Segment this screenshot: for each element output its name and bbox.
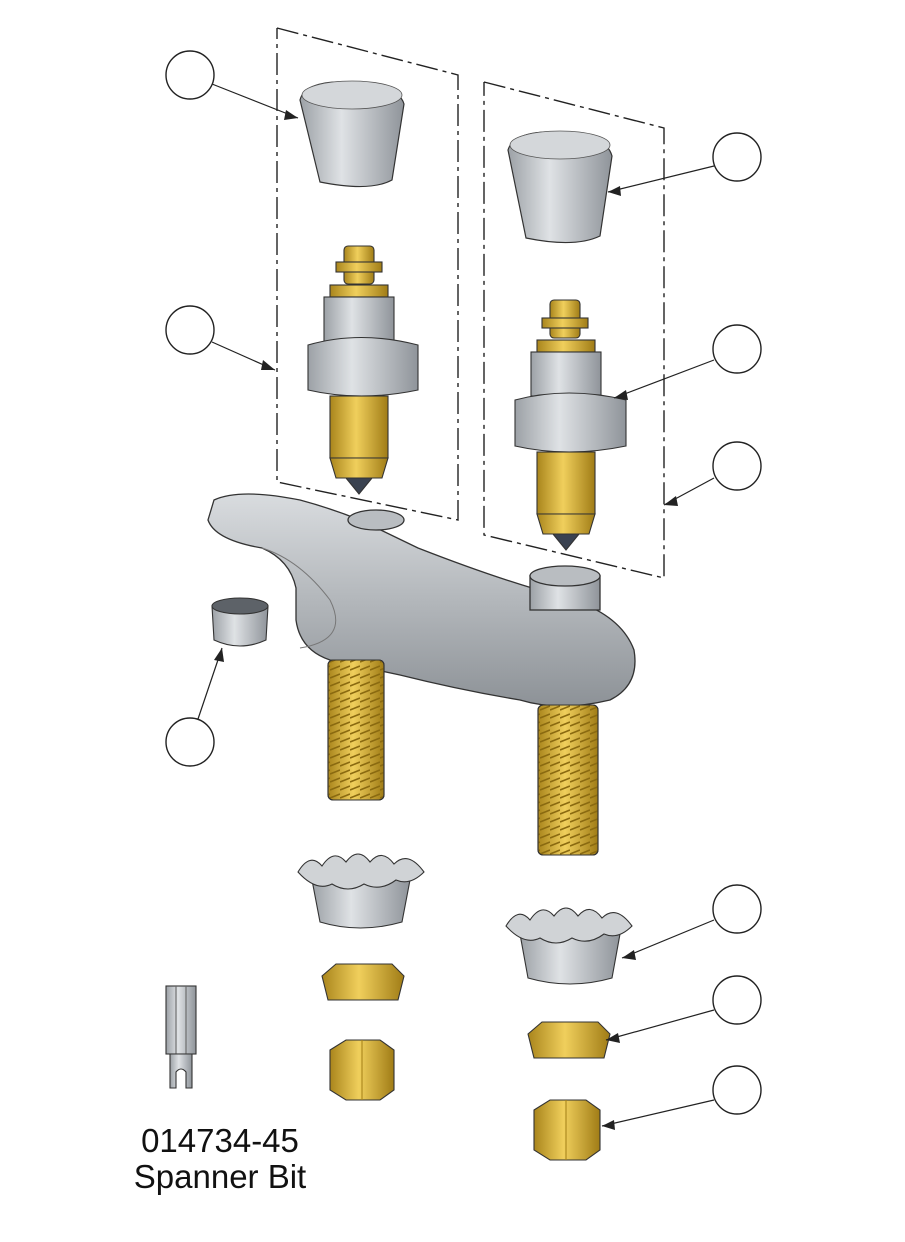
spanner-bit-part-number: 014734-45 [141, 1122, 299, 1159]
left-hex-locknut [321, 963, 405, 1001]
callout-coupling-nut [601, 1065, 762, 1130]
callout-aerator [165, 647, 224, 767]
callout-left-handle [165, 50, 299, 120]
callout-left-cartridge [165, 305, 276, 371]
right-exploded-frame [483, 81, 665, 579]
callout-right-handle [607, 132, 762, 196]
left-shank [327, 659, 385, 801]
faucet-body [207, 493, 636, 707]
callout-locknut-washer [621, 884, 762, 960]
right-handle [507, 130, 613, 244]
callout-hex-locknut [605, 975, 762, 1043]
left-locknut-washer [297, 853, 425, 929]
left-cartridge [307, 245, 419, 495]
right-cartridge [514, 299, 627, 551]
spanner-bit-tool [165, 985, 197, 1089]
left-handle [299, 80, 405, 188]
left-coupling-nut [329, 1039, 395, 1101]
right-shank [537, 704, 599, 856]
callout-right-frame [663, 441, 762, 506]
aerator [211, 597, 269, 647]
right-coupling-nut [533, 1099, 601, 1161]
right-locknut-washer [505, 907, 633, 985]
left-exploded-frame [276, 27, 459, 521]
callout-right-cartridge [613, 324, 762, 400]
spanner-bit-label: Spanner Bit [133, 1158, 307, 1195]
right-hex-locknut [527, 1021, 611, 1059]
